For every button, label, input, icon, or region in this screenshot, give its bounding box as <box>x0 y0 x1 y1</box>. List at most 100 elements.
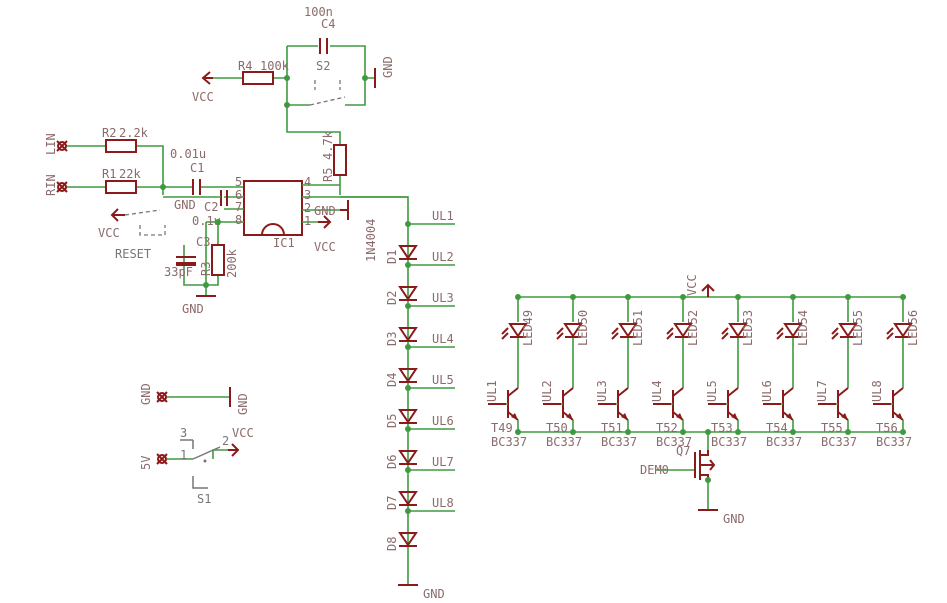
rin-label: RIN <box>44 174 58 196</box>
c1-capacitor-symbol <box>192 179 201 195</box>
transistor-value-3: BC337 <box>601 435 637 449</box>
s1-pin1: 1 <box>180 448 187 462</box>
ic1-pin-6: 6 <box>235 188 242 202</box>
r1-label: R1 <box>102 167 116 181</box>
transistor-label-1: T49 <box>491 421 513 435</box>
light-arrows-icon <box>721 327 729 340</box>
r2-value: 2.2k <box>119 126 149 140</box>
ic1-pin-4: 4 <box>304 175 311 189</box>
ic1-pin-5: 5 <box>235 175 242 189</box>
led-label-6: LED54 <box>796 310 810 346</box>
led-symbol <box>893 323 913 338</box>
c2-label: C2 <box>204 200 218 214</box>
diode-symbol <box>398 327 418 342</box>
transistor-label-4: T52 <box>656 421 678 435</box>
diode-label-8: D8 <box>385 537 399 551</box>
light-arrows-icon <box>556 327 564 340</box>
s1-pin3: 3 <box>180 426 187 440</box>
power-input-block: GND GND 5V 3 1 2 S1 VCC <box>139 383 254 506</box>
diode-label-2: D2 <box>385 291 399 305</box>
5v-label: 5V <box>139 456 153 470</box>
ul-net-label-3: UL3 <box>432 291 454 305</box>
led-symbol <box>673 323 693 338</box>
diode-symbol <box>398 409 418 424</box>
led-label-4: LED52 <box>686 310 700 346</box>
ul-net-label-7: UL7 <box>432 455 454 469</box>
s1-switch-symbol <box>192 440 221 489</box>
ic1-chip-symbol <box>243 180 303 236</box>
r3-label: R3 <box>199 262 213 276</box>
diode-label-5: D5 <box>385 414 399 428</box>
r5-value: 4.7k <box>321 130 335 160</box>
transistor-value-6: BC337 <box>766 435 802 449</box>
diode-symbol <box>398 491 418 506</box>
vcc-ic-label: VCC <box>314 240 336 254</box>
gnd-connector-label: GND <box>139 383 153 405</box>
r1-resistor-symbol <box>105 180 137 194</box>
base-net-label-5: UL5 <box>705 380 719 402</box>
transistor-value-7: BC337 <box>821 435 857 449</box>
light-arrows-icon <box>776 327 784 340</box>
diode-label-7: D7 <box>385 496 399 510</box>
base-net-label-3: UL3 <box>595 380 609 402</box>
ul-net-label-1: UL1 <box>432 209 454 223</box>
light-arrows-icon <box>831 327 839 340</box>
diode-symbol <box>398 368 418 383</box>
led-symbol <box>508 323 528 338</box>
c3-value: 33pF <box>164 265 193 279</box>
s1-pin2: 2 <box>222 434 229 448</box>
base-net-label-7: UL7 <box>815 380 829 402</box>
ic1-pin-2: 2 <box>304 201 311 215</box>
5v-connector-icon <box>156 453 168 465</box>
led-symbol <box>728 323 748 338</box>
transistor-label-3: T51 <box>601 421 623 435</box>
light-arrows-icon <box>666 327 674 340</box>
lin-label: LIN <box>44 133 58 155</box>
ul-net-label-2: UL2 <box>432 250 454 264</box>
led-label-5: LED53 <box>741 310 755 346</box>
diode-symbol <box>398 286 418 301</box>
diode-value-label: 1N4004 <box>364 219 378 262</box>
base-net-label-8: UL8 <box>870 380 884 402</box>
c4-capacitor-symbol <box>319 38 328 54</box>
audio-input-block: LIN RIN R2 2.2k R1 22k 0.01u C1 <box>44 126 244 196</box>
r5-label: R5 <box>321 168 335 182</box>
led-symbol <box>563 323 583 338</box>
light-arrows-icon <box>886 327 894 340</box>
led-label-7: LED55 <box>851 310 865 346</box>
led-symbol <box>838 323 858 338</box>
led-symbol <box>783 323 803 338</box>
s2-label: S2 <box>316 59 330 73</box>
q7-label: Q7 <box>676 444 690 458</box>
ic1-pin-3: 3 <box>304 188 311 202</box>
r1-value: 22k <box>119 167 141 181</box>
gnd-diode-label: GND <box>423 587 445 601</box>
s2-switch-symbol <box>309 80 346 106</box>
r3-resistor-symbol <box>211 244 225 276</box>
led-symbol <box>618 323 638 338</box>
gnd-power-label: GND <box>236 393 250 415</box>
transistor-value-8: BC337 <box>876 435 912 449</box>
c3-label: C3 <box>196 235 210 249</box>
gnd-reset-label: GND <box>182 302 204 316</box>
c4-value: 100n <box>304 5 333 19</box>
r4-resistor-symbol <box>242 71 274 85</box>
r5-resistor-symbol <box>333 144 347 176</box>
c2-value: 0.1u <box>192 214 221 228</box>
ic1-pin-1: 1 <box>304 214 311 228</box>
led-transistor-array: VCC Q7 DEM0 GND LED49UL1T49BC337LED50UL2… <box>485 274 920 526</box>
gnd-c4-label: GND <box>381 56 395 78</box>
reset-block: VCC RESET C3 33pF R3 200k GND <box>98 208 239 316</box>
diode-label-3: D3 <box>385 332 399 346</box>
light-arrows-icon <box>611 327 619 340</box>
c4-label: C4 <box>321 17 335 31</box>
